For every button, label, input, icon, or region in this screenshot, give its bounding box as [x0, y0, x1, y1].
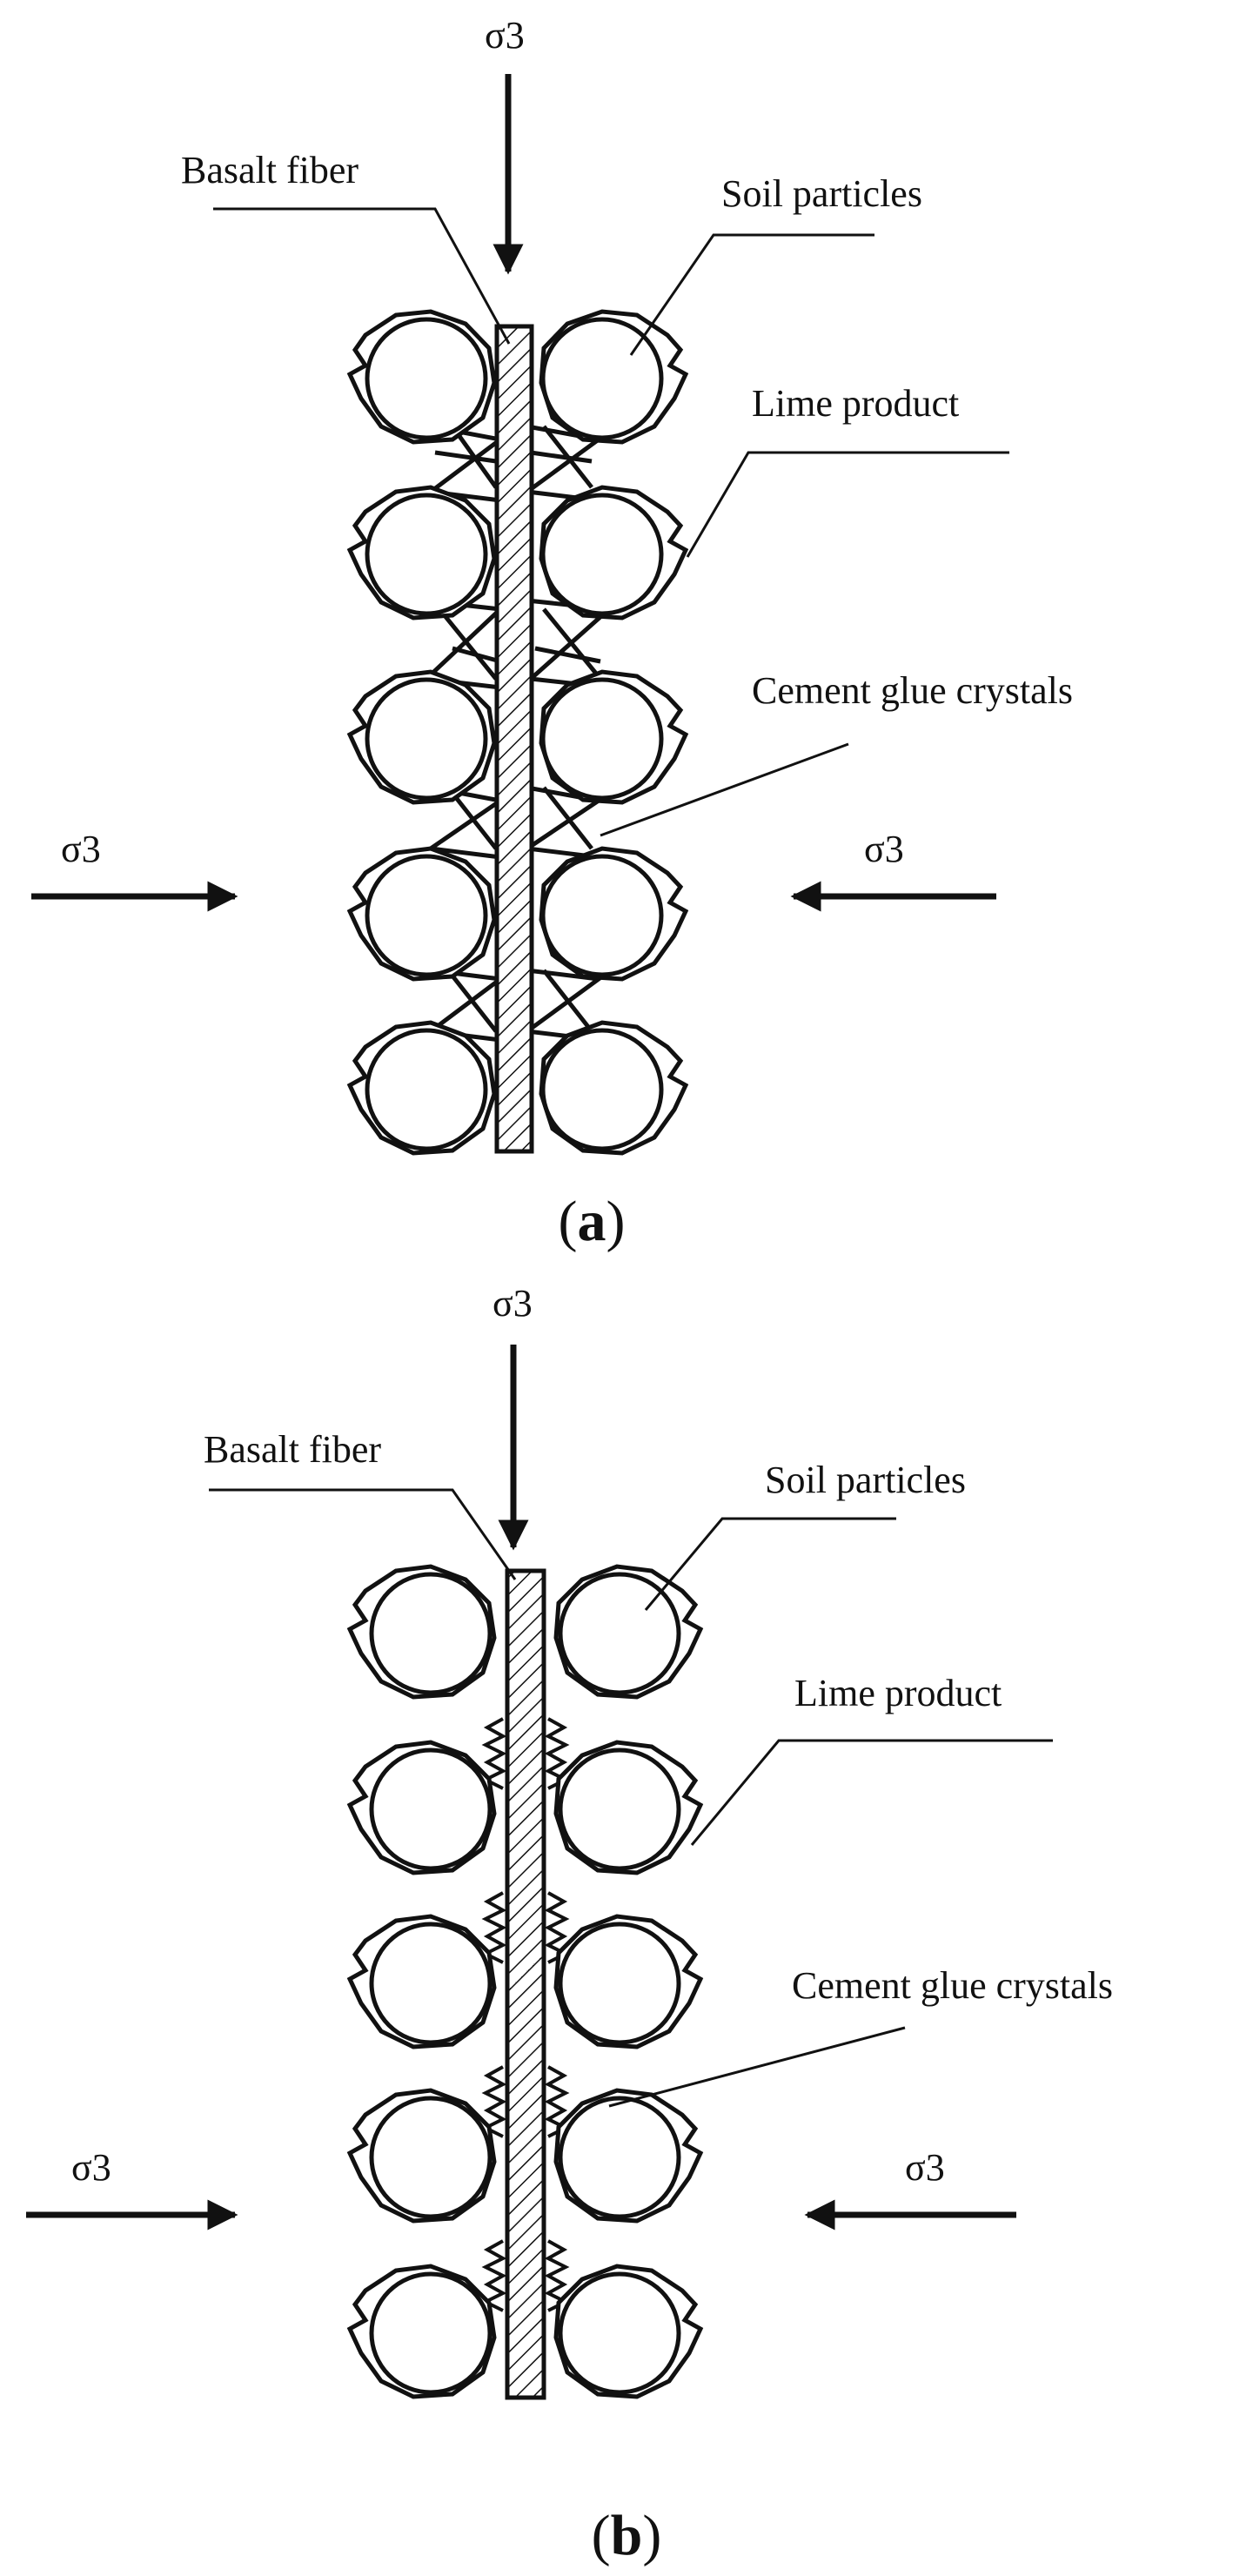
soil-particles-left: [346, 309, 497, 1156]
sigma-top-label: σ3: [485, 14, 525, 57]
panel-a: σ3 σ3 σ3: [31, 14, 1073, 1253]
soil-particles-right: [539, 309, 689, 1156]
sigma-left-label: σ3: [61, 828, 101, 870]
sigma-top-label: σ3: [492, 1282, 533, 1325]
sigma-left-label: σ3: [71, 2146, 111, 2189]
panel-caption: (a): [559, 1190, 626, 1253]
label-soil-particles: Soil particles: [765, 1459, 966, 1501]
label-lime-product: Lime product: [794, 1672, 1002, 1714]
leader-lines: [209, 1488, 1053, 2108]
label-basalt-fiber: Basalt fiber: [204, 1428, 381, 1471]
basalt-fiber: [505, 1568, 546, 2400]
soil-particles-right: [553, 1564, 704, 2399]
panel-caption: (b): [592, 2504, 662, 2567]
label-cement-glue-crystals: Cement glue crystals: [752, 669, 1073, 712]
basalt-fiber: [494, 324, 534, 1154]
sigma-right-label: σ3: [905, 2146, 945, 2189]
leader-lines: [213, 207, 1009, 837]
label-cement-glue-crystals: Cement glue crystals: [792, 1964, 1113, 2007]
label-basalt-fiber: Basalt fiber: [181, 149, 358, 191]
panel-b: σ3 σ3 σ3: [26, 1282, 1113, 2567]
label-soil-particles: Soil particles: [721, 172, 922, 215]
soil-particles-left: [346, 1564, 497, 2399]
label-lime-product: Lime product: [752, 382, 959, 425]
lime-product-bridges: [421, 424, 614, 1043]
sigma-right-label: σ3: [864, 828, 904, 870]
